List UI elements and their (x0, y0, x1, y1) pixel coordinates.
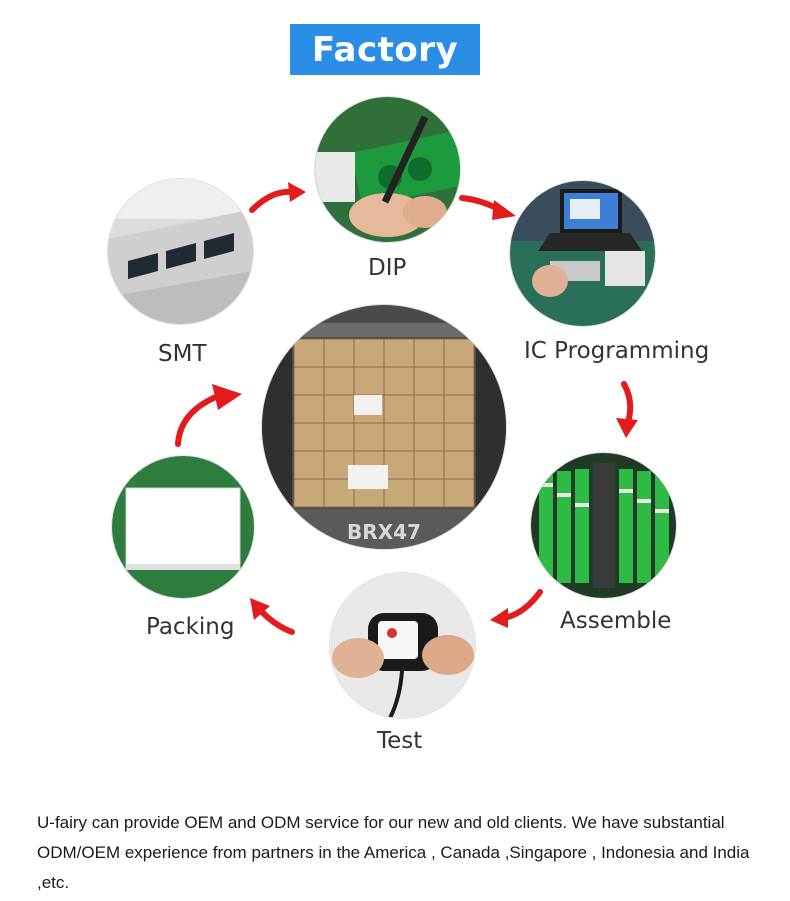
smt-label: SMT (158, 341, 207, 367)
smt-stage-image (108, 179, 253, 324)
factory-title-banner: Factory (290, 24, 480, 75)
test-label: Test (377, 728, 422, 754)
assemble-label: Assemble (560, 608, 671, 634)
arrow-ic-to-assemble (612, 382, 642, 440)
ic-programming-label: IC Programming (524, 338, 709, 364)
arrow-test-to-packing (246, 596, 296, 636)
assemble-stage-image (531, 453, 676, 598)
container-code-text: BRX47 (347, 520, 421, 544)
packing-label: Packing (146, 614, 234, 640)
center-shipping-container-image: BRX47 (262, 305, 506, 549)
arrow-smt-to-dip (248, 180, 308, 216)
arrow-packing-to-smt (172, 380, 244, 448)
dip-label: DIP (368, 255, 406, 281)
ic-programming-stage-image (510, 181, 655, 326)
arrow-dip-to-ic (460, 192, 518, 224)
dip-stage-image (315, 97, 460, 242)
arrow-assemble-to-test (488, 588, 544, 628)
packing-stage-image (112, 456, 254, 598)
test-stage-image (330, 573, 475, 718)
factory-description-text: U-fairy can provide OEM and ODM service … (37, 808, 757, 898)
